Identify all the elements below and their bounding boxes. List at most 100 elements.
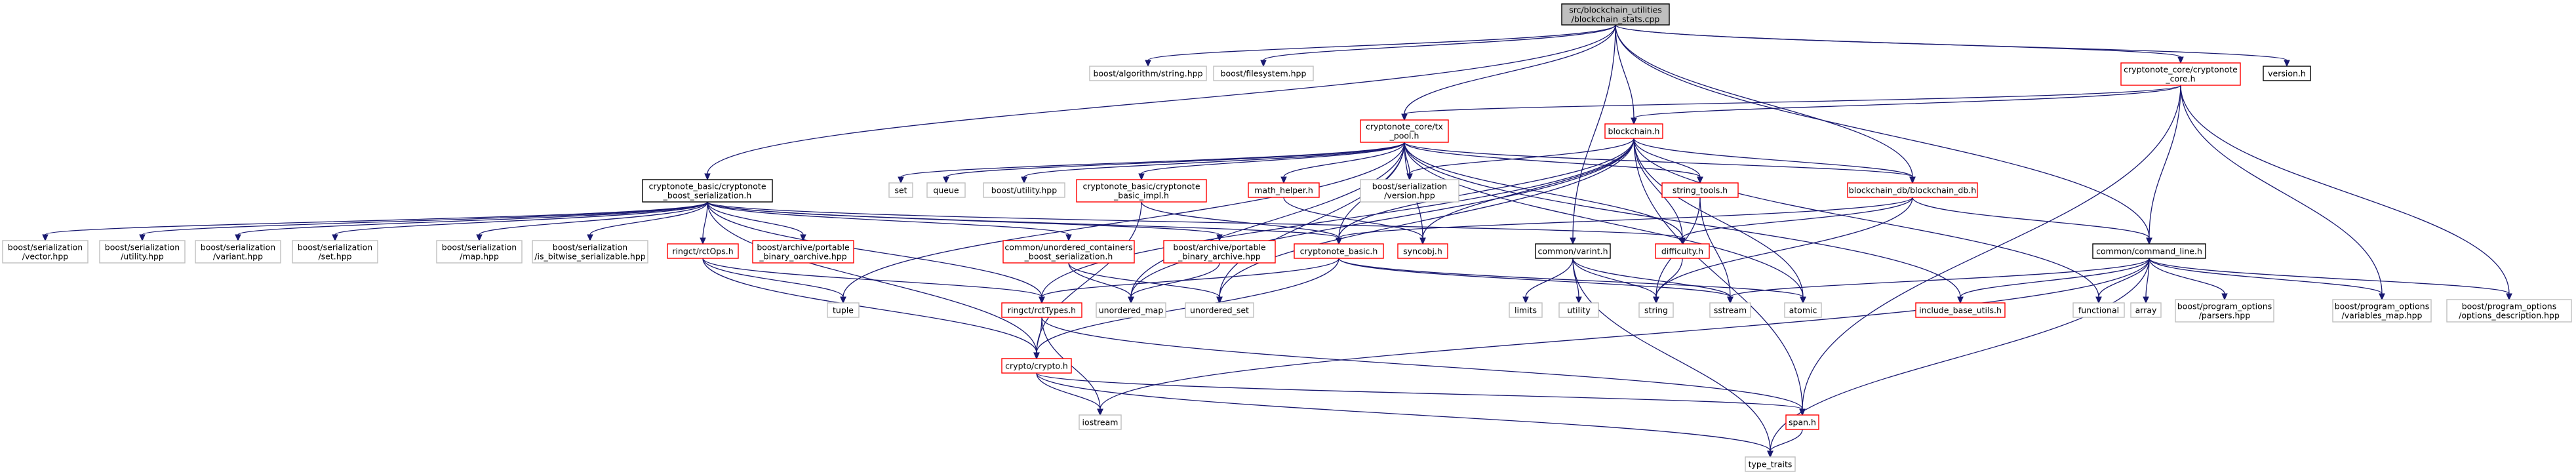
- node-incbase[interactable]: include_base_utils.h: [1915, 302, 2006, 318]
- node-label: boost/archive/portable: [757, 243, 850, 252]
- node-label: functional: [2078, 306, 2119, 315]
- node-tuple: tuple: [827, 302, 860, 318]
- node-label: boost/serialization: [105, 243, 180, 252]
- node-label: array: [2135, 306, 2157, 315]
- node-fs: boost/filesystem.hpp: [1213, 66, 1314, 81]
- node-uset: unordered_set: [1185, 302, 1254, 318]
- edge-cmdline-to-incbase: [1957, 258, 2150, 304]
- node-func: functional: [2072, 302, 2125, 318]
- node-portable[interactable]: boost/archive/portable_binary_oarchive.h…: [752, 240, 854, 264]
- node-bsutil: boost/serialization/utility.hpp: [99, 240, 186, 264]
- node-label: syncobj.h: [1403, 247, 1442, 256]
- edge-ccore-to-varmap: [2180, 85, 2385, 301]
- node-cbimpl[interactable]: cryptonote_basic/cryptonote_basic_impl.h: [1076, 179, 1207, 203]
- edge-bch-to-bcdb: [1633, 138, 1916, 184]
- node-sstream: sstream: [1709, 302, 1751, 318]
- node-label: _boost_serialization.h: [1024, 252, 1113, 262]
- node-label: /set.hpp: [318, 252, 351, 262]
- node-label: _core.h: [2165, 74, 2195, 84]
- node-label: boost/serialization: [8, 243, 83, 252]
- node-label: /parsers.hpp: [2199, 311, 2251, 321]
- edge-cmdline-to-sstream: [1727, 258, 2150, 304]
- node-syncobj[interactable]: syncobj.h: [1397, 243, 1448, 259]
- node-cbser[interactable]: cryptonote_basic/cryptonote_boost_serial…: [642, 179, 773, 203]
- node-txpool[interactable]: cryptonote_core/tx_pool.h: [1360, 119, 1449, 143]
- edge-cbser-to-bsbit: [587, 201, 708, 242]
- node-bcdb[interactable]: blockchain_db/blockchain_db.h: [1847, 182, 1978, 198]
- node-rcttypes[interactable]: ringct/rctTypes.h: [1001, 302, 1082, 318]
- node-label: boost/filesystem.hpp: [1221, 69, 1307, 79]
- node-label: boost/serialization: [201, 243, 275, 252]
- node-ttraits: type_traits: [1745, 456, 1796, 472]
- node-label: ringct/rctOps.h: [672, 247, 733, 256]
- node-math[interactable]: math_helper.h: [1248, 182, 1320, 198]
- edge-cbser-to-bsutil: [139, 201, 708, 242]
- node-portarch[interactable]: boost/archive/portable_binary_archive.hp…: [1163, 240, 1276, 264]
- node-label: boost/program_options: [2462, 302, 2557, 311]
- node-bsver: boost/serialization/version.hpp: [1360, 179, 1459, 203]
- edge-cbasic-to-sstream: [1338, 258, 1734, 304]
- node-label: boost/serialization: [298, 243, 372, 252]
- node-label: cryptonote_basic/cryptonote: [648, 182, 766, 191]
- edge-root-to-alg: [1145, 24, 1616, 68]
- node-diff[interactable]: difficulty.h: [1655, 243, 1710, 259]
- node-ver[interactable]: version.h: [2263, 66, 2311, 81]
- edge-txpool-to-umap: [1128, 142, 1405, 304]
- edge-cbser-to-portable: [707, 201, 806, 242]
- edge-cbser-to-unordser: [707, 201, 1072, 242]
- node-label: iostream: [1082, 418, 1119, 427]
- node-label: cryptonote_basic.h: [1300, 247, 1378, 256]
- node-label: _binary_oarchive.hpp: [759, 252, 846, 262]
- node-label: cryptonote_core/tx: [1366, 122, 1443, 132]
- edge-cbser-to-rctops: [700, 201, 708, 245]
- edge-root-to-cmdline: [1615, 24, 2152, 245]
- node-alg: boost/algorithm/string.hpp: [1089, 66, 1207, 81]
- node-span[interactable]: span.h: [1785, 414, 1819, 430]
- node-label: _basic_impl.h: [1113, 191, 1169, 201]
- edge-bch-to-func: [1633, 138, 2102, 304]
- node-label: boost/serialization: [442, 243, 517, 252]
- edge-cbser-to-bsmap: [476, 201, 708, 242]
- node-label: /blockchain_stats.cpp: [1572, 14, 1660, 24]
- node-strt[interactable]: string_tools.h: [1661, 182, 1739, 198]
- node-varint[interactable]: common/varint.h: [1535, 243, 1611, 259]
- node-util: boost/utility.hpp: [983, 182, 1065, 198]
- edge-root-to-bch: [1615, 24, 1637, 125]
- edge-layer: [42, 24, 2512, 458]
- edge-bch-to-bsver: [1406, 138, 1635, 181]
- edge-bch-to-umap: [1128, 138, 1635, 304]
- node-bsbit: boost/serialization/is_bitwise_serializa…: [532, 240, 648, 264]
- edge-bch-to-span: [1633, 138, 1806, 416]
- edge-txpool-to-queue: [943, 142, 1405, 184]
- node-label: unordered_map: [1099, 306, 1164, 315]
- node-limits: limits: [1509, 302, 1543, 318]
- edge-cmdline-to-optdesc: [2149, 258, 2512, 301]
- node-label: _binary_archive.hpp: [1178, 252, 1261, 262]
- node-label: tuple: [833, 306, 854, 315]
- node-unordser[interactable]: common/unordered_containers_boost_serial…: [1002, 240, 1135, 264]
- edge-ccore-to-txpool: [1401, 85, 2181, 121]
- node-label: boost/program_options: [2177, 302, 2272, 311]
- node-iostream: iostream: [1079, 414, 1122, 430]
- node-cbasic[interactable]: cryptonote_basic.h: [1294, 243, 1384, 259]
- edge-txpool-to-util: [1021, 142, 1405, 184]
- edge-varint-to-sstream: [1572, 258, 1734, 304]
- node-bch[interactable]: blockchain.h: [1604, 123, 1663, 139]
- edge-span-to-ttraits: [1767, 429, 1803, 458]
- node-label: common/command_line.h: [2096, 247, 2202, 256]
- node-cmdline[interactable]: common/command_line.h: [2092, 243, 2206, 259]
- node-label: sstream: [1714, 306, 1747, 315]
- node-rctops[interactable]: ringct/rctOps.h: [667, 243, 739, 259]
- edge-unordser-to-uset: [1068, 262, 1223, 304]
- node-label: boost/program_options: [2335, 302, 2430, 311]
- edge-rctops-to-crypto: [702, 258, 1040, 360]
- node-bsvec: boost/serialization/vector.hpp: [2, 240, 89, 264]
- node-crypto[interactable]: crypto/crypto.h: [1001, 358, 1072, 374]
- node-ccore[interactable]: cryptonote_core/cryptonote_core.h: [2120, 62, 2241, 86]
- edge-root-to-ccore: [1615, 24, 2184, 64]
- node-root[interactable]: src/blockchain_utilities/blockchain_stat…: [1561, 3, 1670, 26]
- edge-cmdline-to-varmap: [2149, 258, 2385, 301]
- edge-root-to-fs: [1260, 24, 1616, 68]
- node-label: /options_description.hpp: [2459, 311, 2560, 321]
